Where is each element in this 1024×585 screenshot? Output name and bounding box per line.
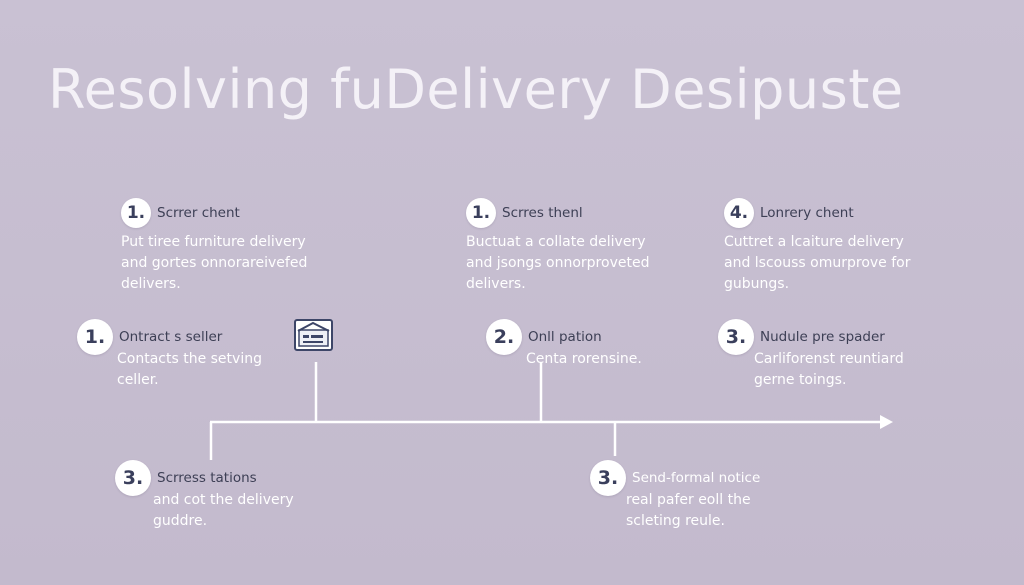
step-description: and cot the delivery guddre. (153, 490, 294, 532)
step-line: real pafer eoll the (626, 492, 751, 508)
step-card: 1. Scrrer chent Put tiree furniture deli… (121, 198, 307, 295)
step-card: 1. Scrres thenl Buctuat a collate delive… (466, 198, 649, 295)
step-description: Carliforenst reuntiard gerne toings. (754, 349, 904, 391)
step-heading: Nudule pre spader (760, 329, 885, 345)
document-icon (294, 319, 333, 351)
step-number-badge: 3. (718, 319, 754, 355)
step-card: 2. Onll pation Centa rorensine. (486, 319, 642, 370)
step-heading: Scrress tations (157, 470, 257, 486)
step-card: 4. Lonrery chent Cuttret a lcaiture deli… (724, 198, 910, 295)
step-number-badge: 4. (724, 198, 754, 228)
step-line: gerne toings. (754, 372, 847, 388)
step-description: Centa rorensine. (526, 349, 642, 370)
step-card: 1. Ontract s seller Contacts the setving… (77, 319, 262, 391)
step-heading: Scrres thenl (502, 205, 583, 221)
step-heading: Ontract s seller (119, 329, 223, 345)
step-card: 3. Nudule pre spader Carliforenst reunti… (718, 319, 904, 391)
step-heading: Onll pation (528, 329, 602, 345)
step-line: scleting reule. (626, 513, 725, 529)
step-description: Buctuat a collate delivery and jsongs on… (466, 232, 649, 295)
step-line: Carliforenst reuntiard (754, 351, 904, 367)
step-number-badge: 3. (590, 460, 626, 496)
step-description: Cuttret a lcaiture delivery and lscouss … (724, 232, 910, 295)
step-line: and cot the delivery (153, 492, 294, 508)
step-number-badge: 1. (77, 319, 113, 355)
step-line: Centa rorensine. (526, 351, 642, 367)
step-line: and gortes onnorareivefed (121, 255, 308, 271)
step-line: delivers. (466, 276, 526, 292)
step-heading: Send-formal notice (632, 470, 761, 486)
step-line: Put tiree furniture delivery (121, 234, 306, 250)
step-card: 3. Scrress tations and cot the delivery … (115, 460, 294, 532)
step-line: and jsongs onnorproveted (466, 255, 650, 271)
step-line: Cuttret a lcaiture delivery (724, 234, 904, 250)
step-description: Contacts the setving celler. (117, 349, 262, 391)
step-number-badge: 1. (466, 198, 496, 228)
step-description: real pafer eoll the scleting reule. (626, 490, 760, 532)
page-title: Resolving fuDelivery Desipuste (48, 58, 904, 121)
step-description: Put tiree furniture delivery and gortes … (121, 232, 307, 295)
step-heading: Scrrer chent (157, 205, 240, 221)
step-line: delivers. (121, 276, 181, 292)
step-line: Buctuat a collate delivery (466, 234, 646, 250)
step-line: gubungs. (724, 276, 790, 292)
step-heading: Lonrery chent (760, 205, 854, 221)
step-line: guddre. (153, 513, 208, 529)
step-line: celler. (117, 372, 159, 388)
step-line: and lscouss omurprove for (724, 255, 911, 271)
step-line: Contacts the setving (117, 351, 262, 367)
step-card: 3. Send-formal notice real pafer eoll th… (590, 460, 760, 532)
timeline-arrowhead (880, 415, 893, 429)
step-number-badge: 3. (115, 460, 151, 496)
step-number-badge: 1. (121, 198, 151, 228)
step-number-badge: 2. (486, 319, 522, 355)
